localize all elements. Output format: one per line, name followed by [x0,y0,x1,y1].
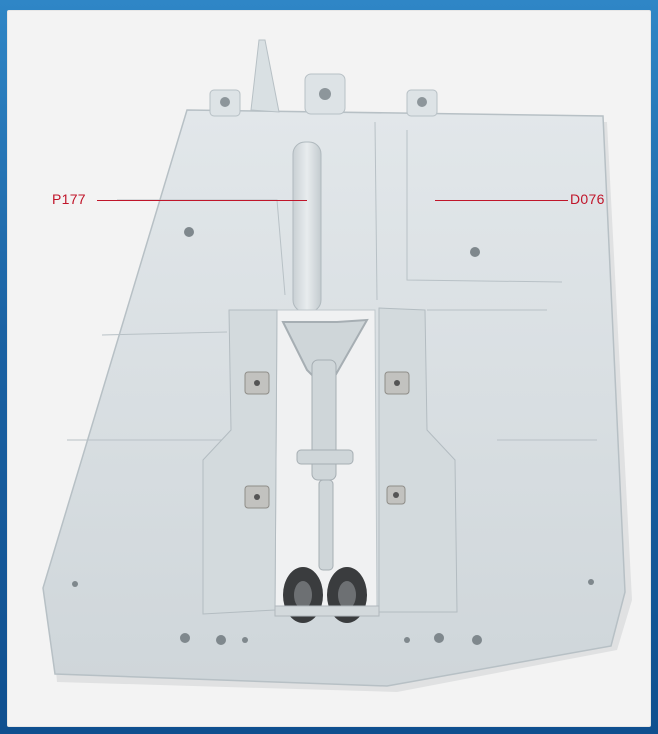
callout-label-d076: D076 [570,191,605,207]
antenna-fin [250,39,280,113]
fastener-holes [72,227,594,645]
photo-panel: P177 D076 [7,10,651,727]
callout-leader-d076 [435,200,568,201]
bottom-bar [274,605,380,617]
actuator-cylinder [292,141,322,313]
landing-gear-bay-illustration [42,39,632,692]
callout-leader-p177 [97,200,307,201]
callout-label-p177: P177 [52,191,86,207]
gear-strut [281,318,369,571]
mounting-holes [220,88,427,107]
